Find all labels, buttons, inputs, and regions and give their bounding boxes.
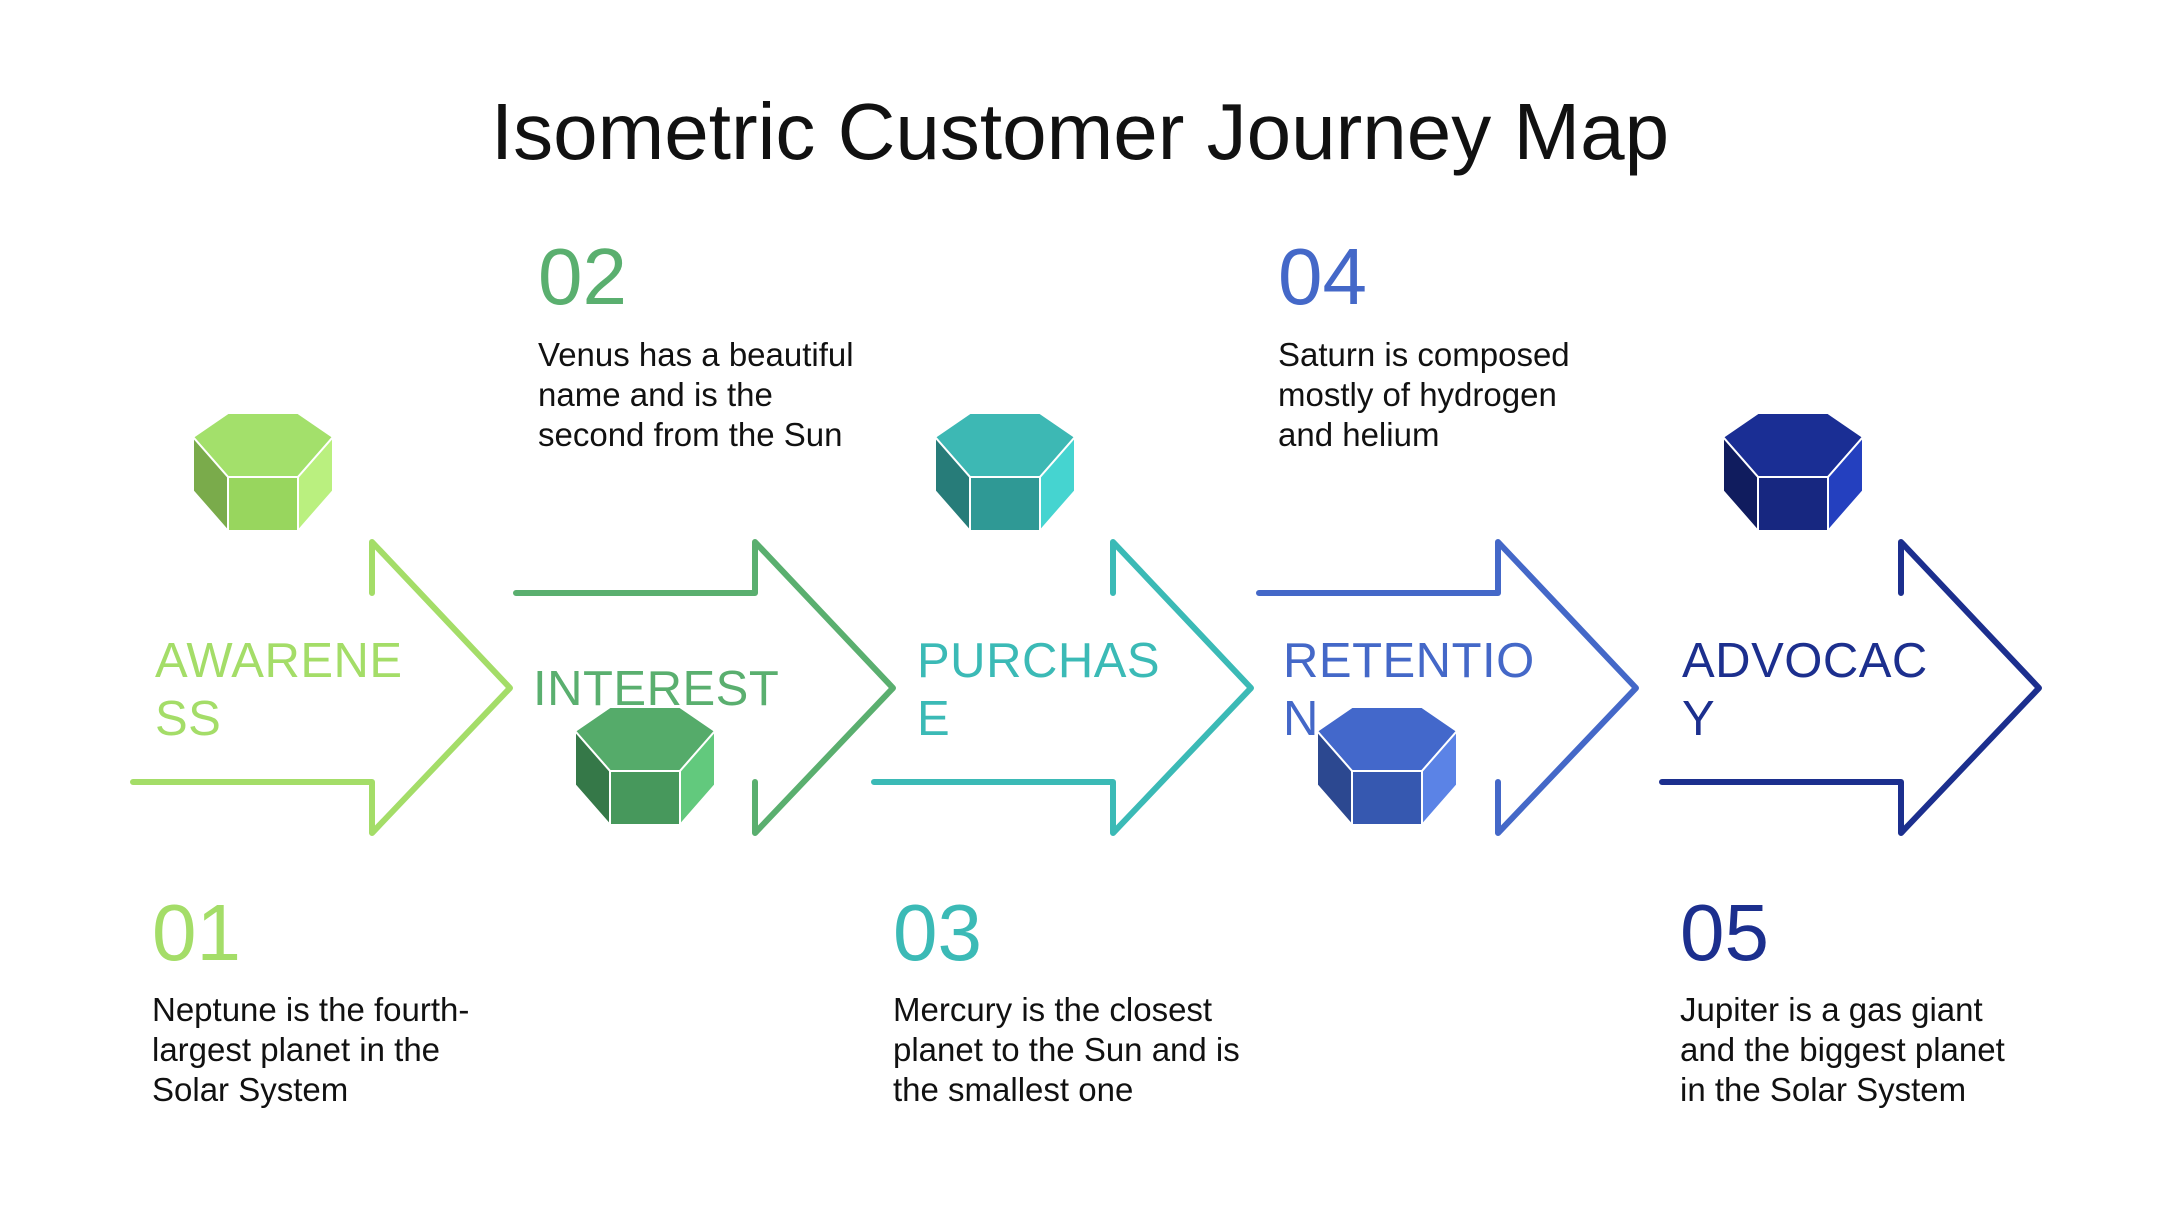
stage-arrow-5 — [1659, 539, 2042, 836]
stage-description-05: Jupiter is a gas giant and the biggest p… — [1680, 991, 2005, 1108]
isometric-prism-icon-5 — [1722, 412, 1864, 532]
isometric-prism-icon-1 — [192, 412, 334, 532]
isometric-prism-icon-4 — [1316, 706, 1458, 826]
stage-number-02: 02 — [538, 232, 627, 321]
stage-number-04: 04 — [1278, 232, 1367, 321]
stage-description-02: Venus has a beautiful name and is the se… — [538, 336, 854, 453]
stage-label-advocacy: ADVOCAC Y — [1682, 634, 1928, 746]
stage-description-03: Mercury is the closest planet to the Sun… — [893, 991, 1240, 1108]
stage-label-retention: RETENTIO N — [1283, 634, 1535, 746]
stage-number-03: 03 — [893, 888, 982, 977]
stage-label-awareness: AWARENE SS — [155, 634, 403, 746]
stage-arrow-3 — [871, 539, 1254, 836]
isometric-prism-icon-3 — [934, 412, 1076, 532]
stage-number-05: 05 — [1680, 888, 1769, 977]
stage-arrow-1 — [130, 539, 513, 836]
stage-label-purchase: PURCHAS E — [917, 634, 1161, 746]
page-title: Isometric Customer Journey Map — [490, 87, 1670, 176]
stage-arrow-4 — [1256, 539, 1639, 836]
stage-number-01: 01 — [152, 888, 241, 977]
isometric-prism-icon-2 — [574, 706, 716, 826]
stage-label-interest: INTEREST — [533, 662, 780, 716]
stage-arrow-2 — [513, 539, 896, 836]
stage-description-04: Saturn is composed mostly of hydrogen an… — [1278, 336, 1570, 453]
stage-description-01: Neptune is the fourth-largest planet in … — [152, 991, 470, 1108]
